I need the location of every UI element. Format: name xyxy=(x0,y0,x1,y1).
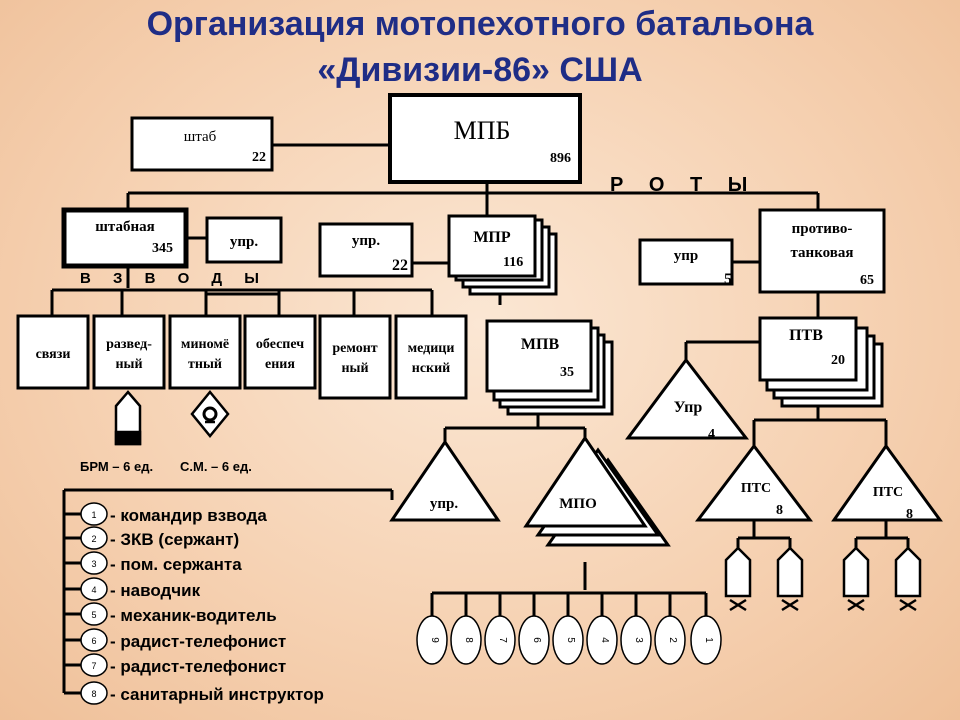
squad-num: 1 xyxy=(703,637,714,643)
at-company-label-1: противо- xyxy=(792,221,853,237)
pts-left-label: ПТС xyxy=(741,481,771,496)
pts-right-label: ПТС xyxy=(873,485,903,500)
platoon-signals-label: связи xyxy=(36,347,71,362)
at-company-count: 65 xyxy=(860,273,874,288)
crew-role: - радист-телефонист xyxy=(110,657,286,676)
squad-num: 5 xyxy=(565,637,576,643)
platoon-support-label-1: обеспеч xyxy=(256,337,304,352)
platoon-mortar-label-2: тный xyxy=(188,357,222,372)
crew-circles xyxy=(80,502,108,705)
platoon-medical-label-2: нский xyxy=(412,361,450,376)
hq-company-upr-label: упр. xyxy=(230,234,258,250)
mpr-label: МПР xyxy=(473,229,511,246)
box-at-company xyxy=(758,208,886,294)
box-mpr-upr xyxy=(318,222,414,278)
squad-num: 2 xyxy=(667,637,678,643)
mpv-label: МПВ xyxy=(521,336,560,353)
hq-company-label: штабная xyxy=(95,219,154,235)
box-mpv-stack xyxy=(485,319,614,416)
box-mpr-stack xyxy=(447,214,558,296)
squad-num: 6 xyxy=(531,637,542,643)
crew-num: 8 xyxy=(91,689,96,699)
triangle-ptv-upr xyxy=(625,357,750,440)
platoon-recon-label-2: ный xyxy=(115,357,142,372)
at-upr-label: упр xyxy=(674,248,699,264)
crew-role: - ЗКВ (сержант) xyxy=(110,530,239,549)
mpr-count: 116 xyxy=(503,255,523,270)
hq-company-count: 345 xyxy=(152,241,173,256)
box-at-upr xyxy=(638,238,734,286)
crew-num: 3 xyxy=(91,559,96,569)
platoon-repair-label-2: ный xyxy=(341,361,368,376)
squad-ovals xyxy=(416,615,722,665)
platoon-boxes xyxy=(16,314,468,400)
platoon-repair-label-1: ремонт xyxy=(332,341,377,356)
platoon-support-label-2: ения xyxy=(265,357,295,372)
crew-role: - пом. сержанта xyxy=(110,555,242,574)
staff-count: 22 xyxy=(252,150,266,165)
atgm-vehicle-icons xyxy=(724,546,922,612)
title-line-1: Организация мотопехотного батальона xyxy=(146,5,814,43)
crew-role: - санитарный инструктор xyxy=(110,685,324,704)
crew-num: 7 xyxy=(91,661,96,671)
triangle-pts-right xyxy=(831,443,943,522)
crew-role: - командир взвода xyxy=(110,506,267,525)
at-company-label-2: танковая xyxy=(791,245,854,261)
crew-num: 4 xyxy=(91,585,96,595)
ptv-count: 20 xyxy=(831,353,845,368)
squad-num: 3 xyxy=(633,637,644,643)
crew-role: - наводчик xyxy=(110,581,201,600)
box-hq-company xyxy=(61,207,189,269)
triangle-mpv-upr xyxy=(389,439,501,522)
brm-vehicle-icon xyxy=(114,390,142,446)
mpv-count: 35 xyxy=(560,365,574,380)
crew-num: 6 xyxy=(91,636,96,646)
crew-num: 5 xyxy=(91,610,96,620)
box-staff xyxy=(130,116,274,172)
connectors xyxy=(50,143,910,695)
crew-num: 1 xyxy=(91,510,96,520)
staff-label: штаб xyxy=(184,129,217,145)
platoon-mortar-label-1: миномё xyxy=(181,337,229,352)
mpr-upr-count: 22 xyxy=(392,257,408,274)
mpv-upr-label: упр. xyxy=(430,496,458,512)
triangle-mpo-stack xyxy=(523,435,671,547)
ptv-upr-label: Упр xyxy=(674,399,703,416)
box-hq-company-upr xyxy=(205,216,283,264)
mortar-count-note: С.М. – 6 ед. xyxy=(180,459,252,474)
triangle-pts-left xyxy=(694,443,814,522)
title-line-2: «Дивизии-86» США xyxy=(317,51,643,89)
crew-num: 2 xyxy=(91,534,96,544)
platoon-recon-label-1: развед- xyxy=(106,337,152,352)
platoon-medical-label-1: медици xyxy=(408,341,455,356)
squad-num: 9 xyxy=(429,637,440,643)
crew-role: - радист-телефонист xyxy=(110,632,286,651)
box-mpb xyxy=(388,93,582,184)
mpr-upr-label: упр. xyxy=(352,233,380,249)
squad-num: 8 xyxy=(463,637,474,643)
crew-role: - механик-водитель xyxy=(110,606,277,625)
box-ptv-stack xyxy=(758,316,884,408)
pts-right-count: 8 xyxy=(906,507,913,522)
mpb-count: 896 xyxy=(550,151,571,166)
companies-label: Р О Т Ы xyxy=(610,174,757,196)
mpo-label: МПО xyxy=(559,496,597,512)
ptv-upr-count: 4 xyxy=(708,427,715,442)
squad-num: 4 xyxy=(599,637,610,643)
platoons-label: В З В О Д Ы xyxy=(80,270,268,287)
mpb-label: МПБ xyxy=(454,116,511,145)
mortar-vehicle-icon xyxy=(190,390,230,438)
squad-num: 7 xyxy=(497,637,508,643)
ptv-label: ПТВ xyxy=(789,327,823,344)
at-upr-count: 5 xyxy=(724,271,732,288)
pts-left-count: 8 xyxy=(776,503,783,518)
brm-count-note: БРМ – 6 ед. xyxy=(80,459,153,474)
